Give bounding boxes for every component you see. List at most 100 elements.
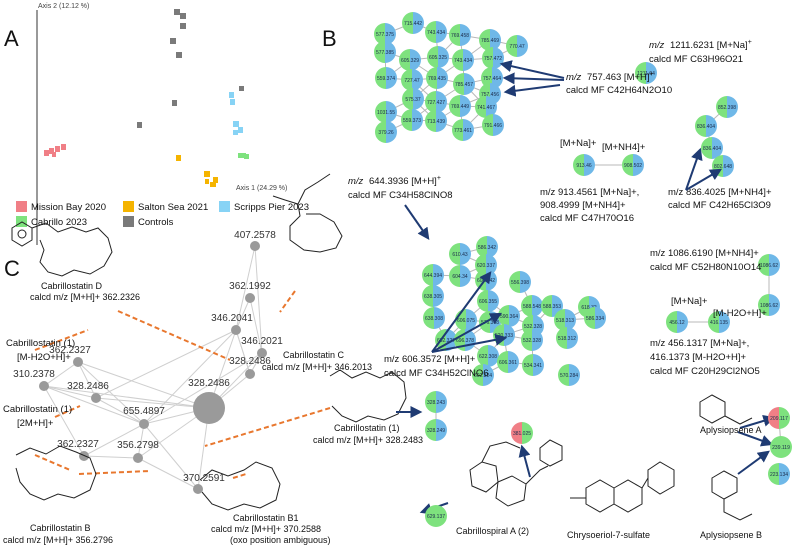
svg-text:Mission Bay 2020: Mission Bay 2020 — [31, 202, 106, 213]
node-913: 913.46 — [573, 154, 595, 176]
salton-sea-points — [176, 155, 218, 187]
cluster757-node-label: 713.439 — [427, 119, 445, 125]
scripps-pier-points — [229, 92, 243, 135]
c-mol-node: 239.119 — [770, 436, 792, 458]
cluster757-node: 727.427 — [425, 91, 447, 113]
svg-text:Salton Sea 2021: Salton Sea 2021 — [138, 202, 208, 213]
cluster757-node-label: 727.47 — [404, 78, 420, 84]
panel-c-network-nodes: 407.2578362.1992346.2041346.2021362.2327… — [13, 230, 283, 494]
annotation-836: m/z 836.4025 [M+NH4]+ calcd MF C42H65Cl3… — [668, 187, 772, 211]
compound-cabrillostatin-2m-adduct: Cabrillostatin (1) [2M+H]+ — [3, 404, 72, 429]
cluster757-node-label: 577.385 — [376, 50, 394, 56]
cluster757-node: 577.385 — [374, 41, 396, 63]
node-1086-b: 1086.62 — [758, 294, 780, 316]
svg-text:m/z 606.3572 [M+H]+: m/z 606.3572 [M+H]+ — [384, 354, 476, 365]
annotation-913-head: [M+Na]+ [M+NH4]+ — [560, 138, 646, 153]
cluster757-node: 743.434 — [452, 49, 474, 71]
c-mol-node: 328.249 — [425, 419, 447, 441]
cluster606-node: 604.34 — [449, 265, 471, 287]
svg-text:m/z 836.4025 [M+NH4]+: m/z 836.4025 [M+NH4]+ — [668, 187, 772, 198]
chain-node: 852.398 — [716, 96, 738, 118]
compound-cabrillostatin-c: Cabrillostatin C calcd m/z [M+H]+ 346.20… — [262, 173, 372, 372]
cluster606-node: 586.342 — [476, 236, 498, 258]
cluster606-node-label: 588.548 — [523, 304, 541, 310]
node-1086-b-label: 1086.62 — [760, 303, 778, 309]
cluster757-node-label: 727.427 — [427, 100, 445, 106]
chain-node: 836.404 — [701, 137, 723, 159]
svg-text:[M+NH4]+: [M+NH4]+ — [602, 142, 646, 153]
legend-item-scripps-pier: Scripps Pier 2023 — [219, 201, 309, 213]
legend-item-cabrillo: Cabrillo 2023 — [16, 216, 87, 228]
cluster757-node-label: 785.457 — [455, 82, 473, 88]
cluster606-node: 556.398 — [509, 271, 531, 293]
cluster757-node: 727.47 — [401, 69, 423, 91]
c-network-node-label: 328.2486 — [229, 356, 271, 367]
cluster757-node: 791.466 — [482, 114, 504, 136]
cluster606-node: 588.548 — [521, 295, 543, 317]
c-mol-node-label: 629.137 — [427, 514, 445, 520]
cluster757-node-label: 379.26 — [378, 130, 394, 136]
cluster606-node-label: 606.075 — [457, 318, 475, 324]
annotation-456: m/z 456.1317 [M+Na]+, 416.1373 [M-H2O+H]… — [650, 338, 760, 377]
svg-text:m/z 456.1317 [M+Na]+,: m/z 456.1317 [M+Na]+, — [650, 338, 749, 349]
cluster757-node-label: 559.374 — [377, 76, 395, 82]
svg-text:[M-H2O+H]+: [M-H2O+H]+ — [17, 352, 71, 363]
svg-text:m/z 1211.6231 [M+Na]+: m/z 1211.6231 [M+Na]+ — [649, 39, 752, 51]
c-mol-node-label: 239.119 — [772, 445, 790, 451]
annotation-606: m/z 606.3572 [M+H]+ calcd MF C34H52ClNO6 — [384, 354, 489, 379]
svg-text:calcd m/z [M+H]+ 356.2796: calcd m/z [M+H]+ 356.2796 — [3, 535, 113, 545]
c-network-node-label: 362.1992 — [229, 281, 271, 292]
cluster606-node: 586.334 — [584, 307, 606, 329]
cluster606-node-label: 532.328 — [524, 324, 542, 330]
cluster606-node-label: 518.313 — [556, 318, 574, 324]
node-908-label: 908.502 — [624, 163, 642, 169]
cluster757-node-label: 757.456 — [481, 92, 499, 98]
c-mol-node-label: 328.249 — [427, 428, 445, 434]
panel-b-arrows — [404, 60, 723, 353]
cluster757-node-label: 605.329 — [401, 58, 419, 64]
svg-text:(oxo position ambiguous): (oxo position ambiguous) — [230, 535, 331, 545]
c-network-node-label: 362.2327 — [49, 345, 91, 356]
cluster606-node-label: 586.334 — [586, 316, 604, 322]
cluster606-node-label: 606.355 — [479, 299, 497, 305]
cluster606-node-label: 696.378 — [456, 338, 474, 344]
cluster757-node: 769.435 — [426, 67, 448, 89]
cluster757-node-label: 1031.55 — [377, 110, 395, 116]
cluster606-node: 532.328 — [521, 329, 543, 351]
c-mol-node: 328.243 — [425, 391, 447, 413]
cluster606-node: 534.341 — [522, 354, 544, 376]
cluster606-node-label: 556.398 — [511, 280, 529, 286]
svg-text:m/z 644.3936 [M+H]+: m/z 644.3936 [M+H]+ — [348, 175, 441, 187]
cluster757-node-label: 769.449 — [451, 104, 469, 110]
cluster606-node-label: 588.353 — [543, 304, 561, 310]
svg-text:Cabrillostatin B1: Cabrillostatin B1 — [233, 513, 299, 523]
node-908: 908.502 — [622, 154, 644, 176]
svg-text:[2M+H]+: [2M+H]+ — [17, 418, 54, 429]
cluster606-node: 638.308 — [423, 307, 445, 329]
cluster757-node: 559.373 — [401, 109, 423, 131]
svg-text:Aplysiopsene B: Aplysiopsene B — [700, 530, 762, 540]
node-416-label: 416.135 — [710, 320, 728, 326]
svg-text:calcd MF C47H70O16: calcd MF C47H70O16 — [540, 213, 634, 224]
svg-text:Cabrillospiral A (2): Cabrillospiral A (2) — [456, 526, 529, 536]
cluster757-node: 743.434 — [425, 21, 447, 43]
c-network-node: 346.2041 — [211, 313, 253, 335]
svg-text:Controls: Controls — [138, 217, 174, 228]
c-mol-node-label: 328.243 — [427, 400, 445, 406]
cluster757-node: 715.442 — [402, 12, 424, 34]
cluster757-node-label: 770.47 — [509, 44, 525, 50]
cluster606-node-label: 590.364 — [500, 314, 518, 320]
c-network-node: 310.2378 — [13, 369, 55, 391]
structure-links — [34, 290, 331, 479]
cluster757-node-label: 559.373 — [403, 118, 421, 124]
c-mol-node: 381.025 — [511, 422, 533, 444]
cluster606-node: 518.312 — [556, 327, 578, 349]
svg-text:calcd m/z [M+H]+ 362.2326: calcd m/z [M+H]+ 362.2326 — [30, 292, 140, 302]
c-network-node-label: 310.2378 — [13, 369, 55, 380]
cluster757-node-label: 773.461 — [454, 128, 472, 134]
cluster757-node-label: 769.458 — [451, 33, 469, 39]
svg-text:calcd m/z [M+H]+ 328.2483: calcd m/z [M+H]+ 328.2483 — [313, 435, 423, 445]
cluster757-node: 605.329 — [399, 49, 421, 71]
cluster757-node: 713.439 — [425, 110, 447, 132]
